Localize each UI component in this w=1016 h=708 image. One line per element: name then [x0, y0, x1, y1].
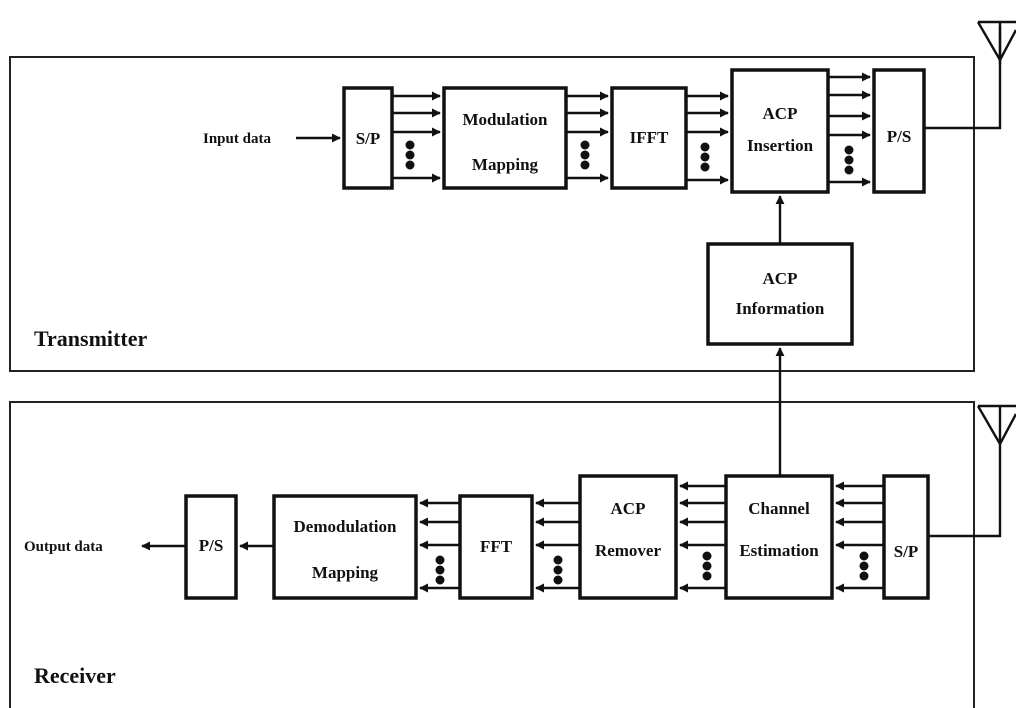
acp-info-label-line2: Information — [736, 299, 825, 318]
acp-remover-label-line1: ACP — [611, 499, 646, 518]
demodulation-label-line1: Demodulation — [294, 517, 398, 536]
acp-information-block — [708, 244, 852, 344]
transmitter-label: Transmitter — [34, 326, 147, 351]
tx-antenna-icon — [978, 22, 1016, 64]
channel-label-line2: Estimation — [739, 541, 819, 560]
tx-sp-label: S/P — [356, 129, 381, 148]
rx-antenna-feed — [928, 446, 1000, 536]
acp-insertion-label-line1: ACP — [763, 104, 798, 123]
tx-sp-to-mod-arrows — [392, 96, 440, 178]
receiver-label: Receiver — [34, 663, 116, 688]
rx-sp-label: S/P — [894, 542, 919, 561]
rx-sp-block — [884, 476, 928, 598]
output-data-label: Output data — [24, 539, 103, 555]
channel-label-line1: Channel — [748, 499, 810, 518]
rx-remover-to-fft-arrows — [536, 503, 580, 588]
rx-sp-to-channel-arrows — [836, 486, 884, 588]
input-data-label: Input data — [203, 131, 271, 147]
rx-fft-to-demod-arrows — [420, 503, 460, 588]
tx-ps-label: P/S — [887, 127, 912, 146]
tx-ifft-to-acp-arrows — [686, 96, 728, 180]
acp-remover-block — [580, 476, 676, 598]
acp-insertion-block — [732, 70, 828, 192]
rx-channel-to-remover-arrows — [680, 486, 726, 588]
rx-ps-label: P/S — [199, 536, 224, 555]
rx-antenna-icon — [978, 406, 1016, 446]
fft-label: FFT — [480, 537, 513, 556]
ifft-label: IFFT — [630, 128, 669, 147]
channel-estimation-block — [726, 476, 832, 598]
acp-insertion-label-line2: Insertion — [747, 136, 814, 155]
demodulation-label-line2: Mapping — [312, 563, 379, 582]
acp-info-label-line1: ACP — [763, 269, 798, 288]
modulation-label-line1: Modulation — [462, 110, 548, 129]
tx-mod-to-ifft-arrows — [566, 96, 608, 178]
demodulation-mapping-block — [274, 496, 416, 598]
tx-acp-to-ps-arrows — [828, 77, 870, 182]
modulation-label-line2: Mapping — [472, 155, 539, 174]
acp-remover-label-line2: Remover — [595, 541, 662, 560]
